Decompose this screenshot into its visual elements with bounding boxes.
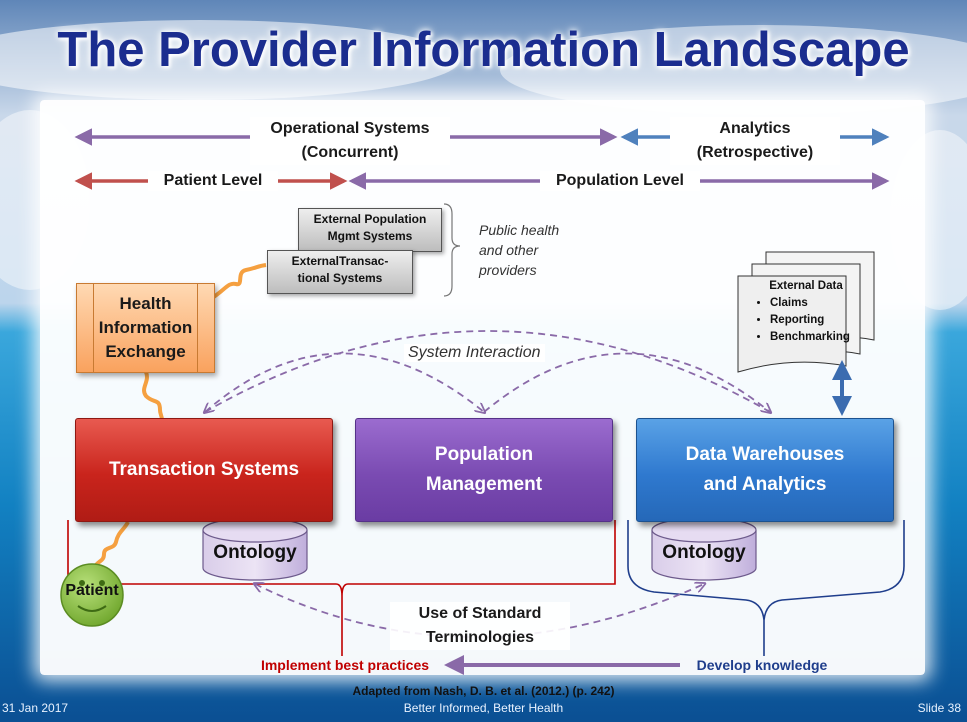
transaction-systems-box: Transaction Systems xyxy=(75,418,333,522)
analytics-line1: Analytics xyxy=(719,120,791,137)
note-line1: Public health xyxy=(479,222,560,238)
data-warehouses-box: Data Warehouses and Analytics xyxy=(636,418,894,522)
hie-line2: Information xyxy=(98,318,193,337)
operational-line1: Operational Systems xyxy=(270,120,430,137)
operational-systems-label: Operational Systems (Concurrent) xyxy=(250,117,450,165)
external-systems-brace xyxy=(443,203,461,297)
population-management-box: Population Management xyxy=(355,418,613,522)
system-interaction-label: System Interaction xyxy=(404,344,545,362)
standard-terminologies-label: Use of Standard Terminologies xyxy=(390,602,570,650)
hie-inner: Health Information Exchange xyxy=(93,284,198,372)
external-population-mgmt-box: External Population Mgmt Systems xyxy=(298,208,442,252)
implement-best-practices-label: Implement best practices xyxy=(260,657,430,673)
external-data-item-benchmarking: Benchmarking xyxy=(770,329,872,346)
analytics-line2: (Retrospective) xyxy=(696,144,814,161)
warehouse-line2: and Analytics xyxy=(703,474,827,495)
external-data-item-claims: Claims xyxy=(770,295,872,312)
population-level-label: Population Level xyxy=(540,171,700,191)
patient-level-label: Patient Level xyxy=(148,171,278,191)
patient-to-transaction-connector xyxy=(92,521,130,570)
develop-knowledge-label: Develop knowledge xyxy=(696,657,828,673)
terminologies-line1: Use of Standard xyxy=(418,605,542,622)
external-data-title: External Data xyxy=(769,280,843,292)
interaction-arc-population-warehouse xyxy=(483,352,770,413)
hie-line1: Health xyxy=(119,294,172,313)
ext-trans-line2: tional Systems xyxy=(297,271,383,285)
interaction-arc-transaction-warehouse xyxy=(204,330,771,413)
external-data-list: Claims Reporting Benchmarking xyxy=(752,295,872,346)
external-data-text: External Data Claims Reporting Benchmark… xyxy=(752,278,872,346)
footer-slide-number: Slide 38 xyxy=(917,701,961,715)
ext-trans-line1: ExternalTransac- xyxy=(291,254,389,268)
ontology-cylinder-right xyxy=(651,517,757,581)
population-line2: Management xyxy=(425,474,543,495)
analytics-label: Analytics (Retrospective) xyxy=(670,117,840,165)
slide-title: The Provider Information Landscape xyxy=(57,23,910,77)
footer-date: 31 Jan 2017 xyxy=(2,701,69,715)
patient-label: Patient xyxy=(65,582,119,599)
external-data-documents xyxy=(737,251,875,373)
hie-line3: Exchange xyxy=(105,342,186,361)
operational-line2: (Concurrent) xyxy=(301,144,399,161)
footer-tagline: Better Informed, Better Health xyxy=(403,701,564,715)
content-panel xyxy=(40,100,925,675)
citation: Adapted from Nash, D. B. et al. (2012.) … xyxy=(352,684,615,698)
ext-pop-line1: External Population xyxy=(313,212,427,226)
ontology-cylinder-left xyxy=(202,517,308,581)
ontology-label-right: Ontology xyxy=(662,542,746,563)
terminologies-line2: Terminologies xyxy=(425,629,535,646)
analytics-bracket xyxy=(627,520,905,656)
warehouse-line1: Data Warehouses xyxy=(685,444,845,465)
patient-icon xyxy=(60,563,124,627)
interaction-arc-transaction-population xyxy=(205,352,484,413)
ext-pop-line2: Mgmt Systems xyxy=(327,229,413,243)
population-line1: Population xyxy=(434,444,534,465)
note-line3: providers xyxy=(479,262,537,278)
ontology-label-left: Ontology xyxy=(213,542,297,563)
external-data-item-reporting: Reporting xyxy=(770,312,872,329)
hie-to-transaction-connector xyxy=(142,371,164,421)
transaction-systems-label: Transaction Systems xyxy=(108,459,300,480)
hie-to-external-connector xyxy=(210,263,267,300)
external-transactional-box: ExternalTransac- tional Systems xyxy=(267,250,413,294)
note-line2: and other xyxy=(479,242,539,258)
public-health-note: Public health and other providers xyxy=(479,220,559,280)
health-information-exchange-box: Health Information Exchange xyxy=(76,283,215,373)
